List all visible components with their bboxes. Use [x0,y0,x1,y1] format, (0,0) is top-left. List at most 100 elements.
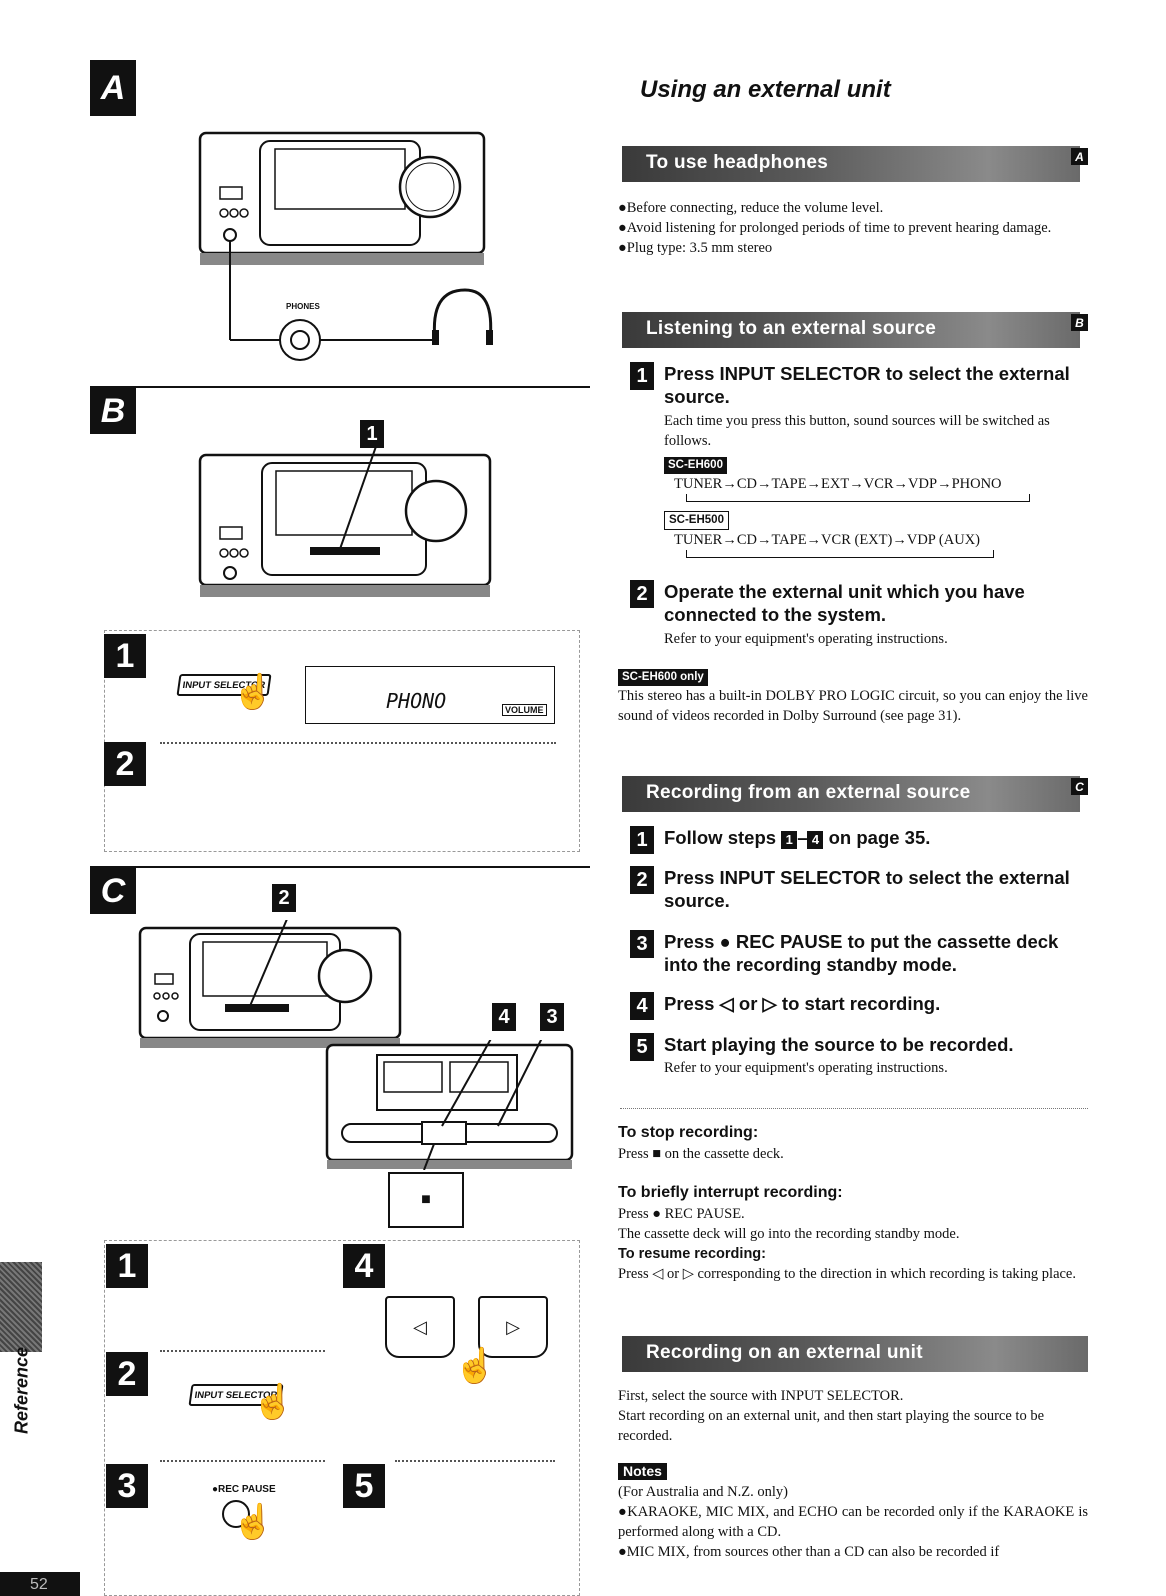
recording-step-5: 5 Start playing the source to be recorde… [630,1033,1092,1078]
recording-tips: To stop recording: Press ■ on the casset… [618,1122,1088,1284]
section-c-label: C [90,868,136,914]
bullet-plug-type: ●Plug type: 3.5 mm stereo [618,240,773,256]
bullet-reduce-volume: ●Before connecting, reduce the volume le… [618,200,884,216]
forward-play-button[interactable]: ▷ [478,1296,548,1358]
step-heading: Start playing the source to be recorded. [664,1034,1014,1055]
section-a-label: A [90,60,136,116]
hand-press-icon: ☝ [454,1348,497,1385]
step-heading: Press ◁ or ▷ to start recording. [664,993,941,1014]
stop-button[interactable]: ■ [388,1172,464,1228]
external-unit-body-2: Start recording on an external unit, and… [618,1408,1045,1444]
box-c-step-5: 5 [343,1464,385,1508]
resume-recording-body: Press ◁ or ▷ corresponding to the direct… [618,1266,1076,1282]
dolby-note-body: This stereo has a built-in DOLBY PRO LOG… [618,688,1088,724]
reverse-play-button[interactable]: ◁ [385,1296,455,1358]
box-c-step-4: 4 [343,1244,385,1288]
recording-step-4: 4 Press ◁ or ▷ to start recording. [630,992,1092,1020]
recording-step-2: 2 Press INPUT SELECTOR to select the ext… [630,866,1092,912]
dotted-divider [620,1108,1088,1109]
step-text-dash: – [797,827,808,848]
inline-step-ref: 4 [807,830,824,849]
loop-arrow-line [686,494,1030,502]
side-tab-reference: Reference [11,1346,32,1434]
recording-banner: Recording from an external source [622,776,1080,812]
dotted-divider [160,742,556,744]
listening-marker: B [1071,314,1088,331]
loop-arrow-line [686,550,994,558]
recording-marker: C [1071,778,1088,795]
section-c-divider [90,866,590,868]
notes-line-3: ●MIC MIX, from sources other than a CD c… [618,1544,1000,1560]
stop-recording-heading: To stop recording: [618,1124,759,1141]
interrupt-recording-heading: To briefly interrupt recording: [618,1184,843,1201]
external-unit-body-1: First, select the source with INPUT SELE… [618,1388,904,1404]
step-heading: Press INPUT SELECTOR to select the exter… [664,867,1070,911]
dotted-divider [395,1460,555,1462]
interrupt-recording-body-1: Press ● REC PAUSE. [618,1206,745,1222]
illustration-step-4: 4 [492,1003,516,1031]
dolby-note: SC-EH600 only This stereo has a built-in… [618,666,1088,726]
external-unit-banner: Recording on an external unit [622,1336,1088,1372]
step-number: 1 [630,362,654,390]
side-tab-shade [0,1262,42,1352]
headphones-bullets: ●Before connecting, reduce the volume le… [618,198,1088,258]
recording-step-3: 3 Press ● REC PAUSE to put the cassette … [630,930,1092,976]
resume-recording-heading: To resume recording: [618,1246,766,1262]
box-b-step-2: 2 [104,742,146,786]
box-c-step-2: 2 [106,1352,148,1396]
step-body: Refer to your equipment's operating inst… [664,631,948,647]
display-text: PHONO [386,689,447,713]
box-b-step-1: 1 [104,634,146,678]
step-body: Refer to your equipment's operating inst… [664,1060,948,1076]
hand-press-icon: ☝ [252,1384,295,1421]
phones-label: PHONES [286,302,320,311]
hand-press-icon: ☝ [232,674,275,711]
model-tag-eh500: SC-EH500 [664,511,729,530]
stereo-front-illustration-c [138,920,402,1048]
step-text-pre: Follow steps [664,827,782,848]
section-b-label: B [90,388,136,434]
section-c-steps-box [104,1240,580,1596]
page-title: Using an external unit [640,76,891,103]
bullet-avoid-listening: ●Avoid listening for prolonged periods o… [618,220,1052,236]
step-heading: Press ● REC PAUSE to put the cassette de… [664,931,1059,975]
recording-step-1: 1 Follow steps 1–4 on page 35. [630,826,1092,854]
step-number: 5 [630,1033,654,1061]
source-chain-eh600: TUNER→CD→TAPE→EXT→VCR→VDP→PHONO [674,476,1002,492]
notes-line-2: ●KARAOKE, MIC MIX, and ECHO can be recor… [618,1504,1088,1540]
section-b-steps-box [104,630,580,852]
listening-step-2: 2 Operate the external unit which you ha… [630,580,1092,649]
headphones-banner: To use headphones [622,146,1080,182]
listening-step-1: 1 Press INPUT SELECTOR to select the ext… [630,362,1092,558]
model-tag-eh600: SC-EH600 [664,457,727,474]
hand-press-icon: ☝ [232,1504,275,1541]
cassette-deck-illustration [325,1040,574,1170]
model-tag-eh600-only: SC-EH600 only [618,669,708,686]
stereo-headphones-illustration [198,131,493,361]
headphones-marker: A [1071,148,1088,165]
section-b-divider [90,386,590,388]
inline-step-ref: 1 [781,830,798,849]
notes-line-1: (For Australia and N.Z. only) [618,1484,788,1500]
box-c-step-1: 1 [106,1244,148,1288]
display-volume-label: VOLUME [502,704,547,716]
step-text-post: on page 35. [823,827,931,848]
step-number: 1 [630,826,654,854]
step-number: 3 [630,930,654,958]
page-number: 52 [0,1572,80,1596]
step-body: Each time you press this button, sound s… [664,413,1050,449]
listening-banner: Listening to an external source [622,312,1080,348]
notes-section: Notes (For Australia and N.Z. only) ●KAR… [618,1462,1088,1562]
rec-pause-button[interactable] [222,1500,250,1528]
rec-pause-label: ●REC PAUSE [212,1484,276,1495]
box-c-step-3: 3 [106,1464,148,1508]
interrupt-recording-body-2: The cassette deck will go into the recor… [618,1226,960,1242]
display-panel: PHONO [305,666,555,724]
stereo-front-illustration-b [198,445,492,597]
external-unit-body: First, select the source with INPUT SELE… [618,1386,1088,1446]
step-number: 2 [630,580,654,608]
source-chain-eh500: TUNER→CD→TAPE→VCR (EXT)→VDP (AUX) [674,532,981,548]
step-number: 2 [630,866,654,894]
illustration-step-1: 1 [360,420,384,448]
dotted-divider [160,1460,325,1462]
